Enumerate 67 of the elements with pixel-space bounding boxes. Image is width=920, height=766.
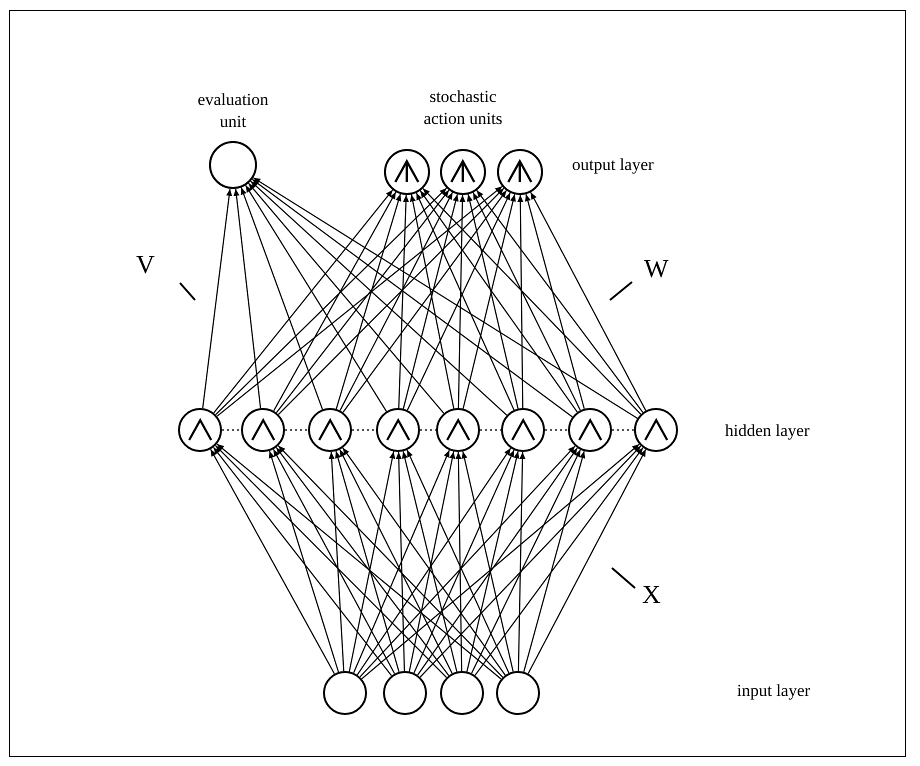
weight-connection bbox=[524, 194, 585, 409]
weight-connection bbox=[276, 190, 450, 413]
dotted-link bbox=[420, 429, 436, 431]
layer-label: input layer bbox=[737, 680, 812, 702]
weight-connection bbox=[248, 182, 444, 414]
weight-connection bbox=[518, 452, 526, 672]
weight-connection bbox=[202, 188, 232, 408]
weight-connection bbox=[471, 450, 581, 674]
weight-connection bbox=[420, 446, 642, 678]
weight-connection bbox=[462, 451, 514, 672]
weight-connection bbox=[245, 185, 387, 412]
weight-connection bbox=[528, 449, 646, 674]
weight-connection bbox=[215, 188, 447, 416]
weight-connection bbox=[417, 448, 578, 676]
weight-connection bbox=[361, 444, 640, 680]
weight-connection bbox=[396, 452, 406, 672]
weight-label: X bbox=[642, 584, 662, 606]
weight-connection bbox=[348, 451, 396, 672]
weight-connection bbox=[215, 445, 447, 678]
weight-connection bbox=[420, 190, 578, 412]
dotted-link bbox=[285, 429, 308, 431]
dotted-link bbox=[480, 429, 501, 431]
weight-connection bbox=[408, 451, 456, 672]
layer-label: output layer bbox=[572, 154, 655, 176]
weight-connection bbox=[466, 451, 520, 672]
weight-connection bbox=[234, 188, 262, 408]
weight-connection bbox=[422, 188, 642, 415]
weight-connection bbox=[216, 444, 502, 680]
weight-label: W bbox=[644, 258, 670, 280]
unit-caption: evaluation unit bbox=[196, 89, 270, 133]
weight-connection bbox=[328, 452, 344, 672]
weight-connection bbox=[523, 451, 586, 672]
weight-connection bbox=[455, 452, 462, 672]
weight-connection bbox=[342, 190, 507, 413]
weight-connection bbox=[410, 194, 454, 409]
weight-connection bbox=[458, 194, 466, 408]
weight-connection bbox=[353, 450, 450, 674]
dotted-link bbox=[222, 429, 241, 431]
weight-connection bbox=[517, 195, 524, 408]
dotted-link bbox=[545, 429, 568, 431]
weight-connection bbox=[278, 188, 504, 415]
weight-connection bbox=[360, 446, 576, 678]
weight-connection bbox=[253, 177, 638, 419]
weight-connection bbox=[272, 449, 396, 674]
weight-connection bbox=[476, 190, 644, 413]
weight-connection bbox=[402, 451, 458, 672]
dotted-link bbox=[612, 429, 634, 431]
weight-connection bbox=[402, 194, 459, 409]
weight-connection bbox=[252, 178, 573, 418]
weight-connection bbox=[213, 446, 392, 676]
weight-connection bbox=[335, 451, 400, 672]
weight-connection bbox=[474, 447, 644, 676]
weight-connection bbox=[398, 194, 409, 408]
weight-connection bbox=[340, 192, 453, 411]
dotted-link bbox=[352, 429, 376, 431]
weight-connection bbox=[250, 180, 508, 416]
weight-label: V bbox=[136, 254, 156, 276]
weight-connection bbox=[278, 445, 504, 678]
weight-connection bbox=[213, 190, 394, 414]
weight-connection bbox=[268, 450, 340, 672]
weight-connection bbox=[530, 192, 646, 411]
weight-connection bbox=[240, 187, 323, 410]
weight-connection bbox=[216, 186, 502, 417]
layer-label: hidden layer bbox=[725, 420, 810, 442]
group-label: stochastic action units bbox=[422, 86, 504, 130]
weight-connection bbox=[336, 194, 402, 410]
weight-connection bbox=[276, 447, 450, 676]
